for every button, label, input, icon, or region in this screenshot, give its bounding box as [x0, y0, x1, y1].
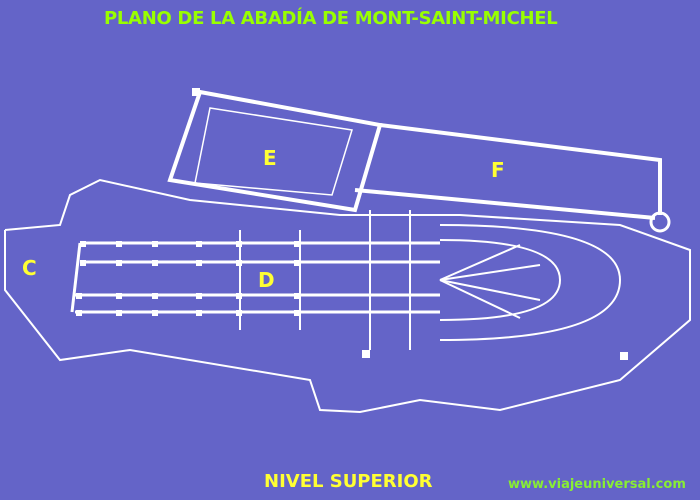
room-f-outline	[354, 123, 662, 220]
pillars	[76, 88, 628, 360]
zone-label-c: C	[22, 256, 37, 280]
page-title: PLANO DE LA ABADÍA DE MONT-SAINT-MICHEL	[104, 8, 558, 29]
zone-label-d: D	[258, 268, 275, 292]
tower	[649, 211, 671, 233]
room-e-outline	[167, 89, 383, 213]
nave-walls	[70, 241, 440, 314]
zone-label-e: E	[263, 146, 277, 170]
room-e-inner	[194, 107, 353, 196]
choir	[439, 224, 622, 341]
website-link[interactable]: www.viajeuniversal.com	[508, 477, 686, 492]
zone-label-f: F	[491, 158, 505, 182]
level-label: NIVEL SUPERIOR	[264, 471, 433, 492]
